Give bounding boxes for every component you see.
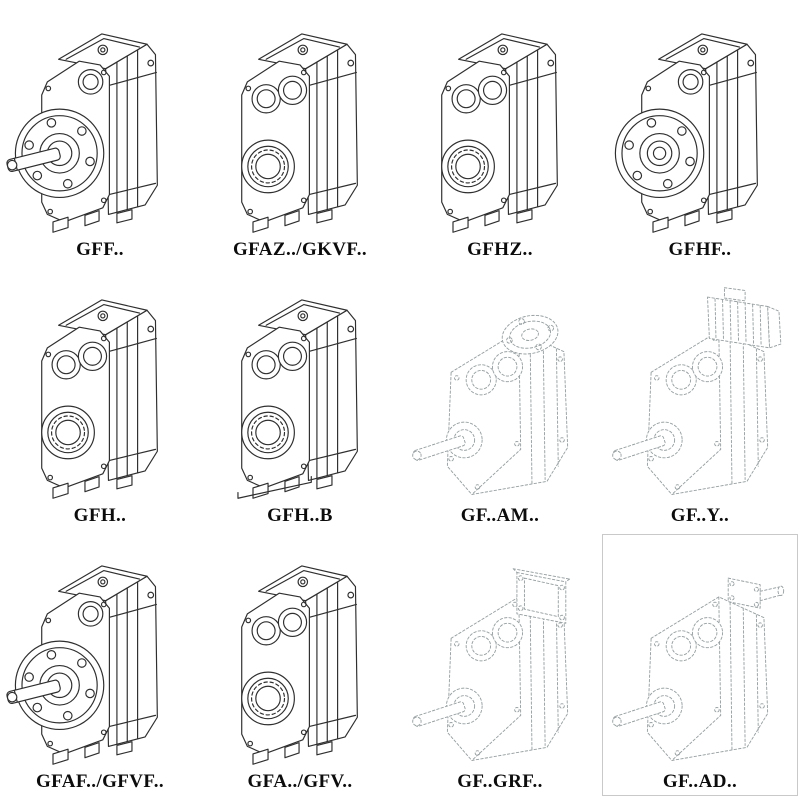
model-label: GFH..B: [267, 505, 333, 526]
gearbox-drawing: [606, 16, 794, 237]
gearbox-symbol: [242, 34, 358, 232]
catalog-cell-gfh-b: GFH..B: [200, 266, 400, 532]
catalog-cell-gf-y: GF..Y..: [600, 266, 800, 532]
gearbox-drawing: [6, 548, 194, 769]
gearbox-drawing: [6, 282, 194, 503]
gearbox-symbol: [611, 578, 783, 760]
gearbox-drawing: [6, 16, 194, 237]
gearbox-drawing: [206, 282, 394, 503]
model-label: GF..GRF..: [457, 771, 543, 792]
model-label: GF..Y..: [670, 505, 730, 526]
gearbox-drawing: [206, 16, 394, 237]
catalog-cell-gf-grf: GF..GRF..: [400, 532, 600, 798]
gearbox-symbol: [6, 566, 157, 764]
gearbox-symbol: [6, 34, 157, 232]
model-label: GFH..: [73, 505, 127, 526]
gearbox-drawing: [406, 548, 594, 769]
gearbox-symbol: [242, 566, 358, 764]
model-label: GFAZ../GKVF..: [233, 239, 367, 260]
gearbox-symbol: [615, 34, 757, 232]
gearbox-drawing: [606, 548, 794, 769]
gearbox-symbol: [238, 300, 357, 498]
gearbox-symbol: [442, 34, 558, 232]
model-label: GFAF../GFVF..: [35, 771, 164, 792]
catalog-cell-gf-ad: GF..AD..: [600, 532, 800, 798]
catalog-cell-gfhf: GFHF..: [600, 0, 800, 266]
gearbox-drawing: [406, 282, 594, 503]
model-label: GFA../GFV..: [247, 771, 353, 792]
gearbox-symbol: [42, 300, 158, 498]
catalog-cell-gfh: GFH..: [0, 266, 200, 532]
model-label: GFHF..: [668, 239, 732, 260]
catalog-cell-gfaf-gfvf: GFAF../GFVF..: [0, 532, 200, 798]
model-label: GF..AD..: [662, 771, 738, 792]
gearbox-symbol: [611, 288, 781, 495]
gearbox-drawing: [606, 282, 794, 503]
model-label: GFHZ..: [467, 239, 533, 260]
model-label: GFF..: [76, 239, 124, 260]
gearbox-drawing: [206, 548, 394, 769]
model-label: GF..AM..: [460, 505, 540, 526]
catalog-cell-gfhz: GFHZ..: [400, 0, 600, 266]
gearbox-drawing: [406, 16, 594, 237]
gearbox-symbol: [411, 310, 567, 494]
catalog-cell-gff: GFF..: [0, 0, 200, 266]
catalog-cell-gfaz-gkvf: GFAZ../GKVF..: [200, 0, 400, 266]
gearbox-symbol: [411, 569, 569, 761]
catalog-cell-gfa-gfv: GFA../GFV..: [200, 532, 400, 798]
catalog-cell-gf-am: GF..AM..: [400, 266, 600, 532]
